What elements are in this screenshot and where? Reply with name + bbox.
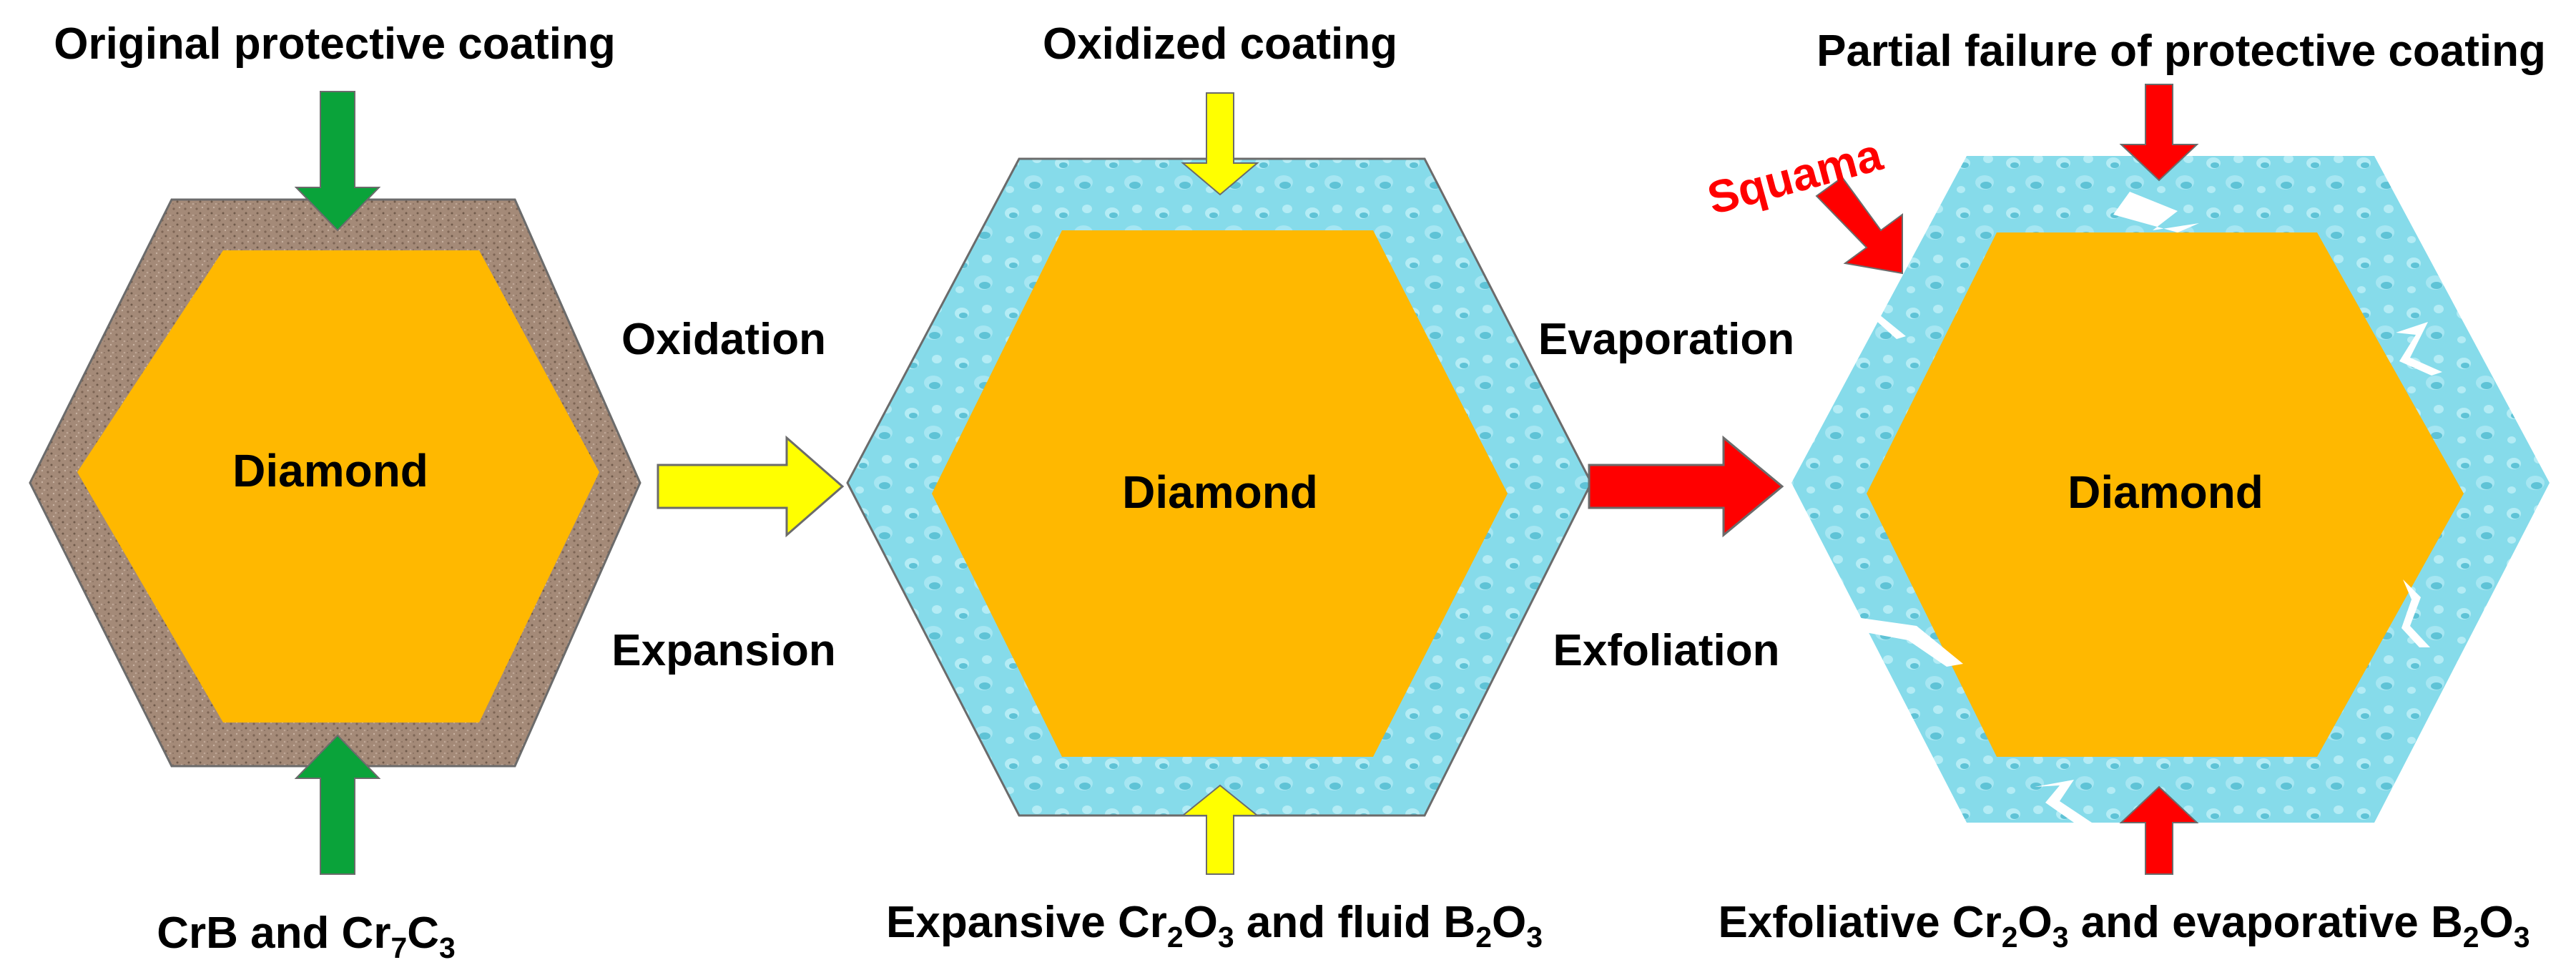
indicator-arrows [294, 84, 2199, 875]
green-arrow-down-icon [294, 91, 381, 232]
crack [2113, 192, 2199, 232]
green-arrow-up-icon [294, 734, 381, 875]
core-label: Diamond [1122, 466, 1318, 518]
crack [2035, 780, 2092, 823]
crack [1831, 614, 1963, 667]
label-part: Exfoliative Cr [1718, 898, 2001, 947]
diamond-core [932, 230, 1508, 757]
label-part: Expansive Cr [886, 898, 1167, 947]
red-arrow-up-icon [2119, 785, 2199, 875]
stage-failed: Diamond [1791, 156, 2550, 823]
transition-1-below-label: Expansion [611, 626, 836, 675]
label-part: O [1184, 898, 1218, 947]
stage-original: Diamond [29, 198, 641, 768]
stage-oxidized: Diamond [846, 157, 1593, 817]
transition-1-above-label: Oxidation [621, 315, 826, 364]
label-part: O [2479, 898, 2514, 947]
red-arrow-down-icon [2119, 84, 2199, 182]
stage-3-bottom-label: Exfoliative Cr2O3 and evaporative B2O3 [1718, 898, 2530, 954]
label-part: O [1492, 898, 1526, 947]
stage-1-top-label: Original protective coating [54, 19, 615, 69]
subscript: 3 [439, 931, 456, 964]
label-part: CrB and Cr [157, 908, 390, 958]
subscript: 3 [1218, 921, 1234, 954]
crack [1868, 230, 1915, 339]
transition-2-above-label: Evaporation [1538, 315, 1794, 364]
squama-arrow-icon [1815, 176, 1903, 275]
stage-1-bottom-label: CrB and Cr7C3 [157, 908, 456, 964]
yellow-arrow-up-icon [1181, 784, 1259, 875]
yellow-arrow-down-icon [1181, 92, 1259, 196]
label-part: C [407, 908, 439, 958]
subscript: 3 [2053, 921, 2069, 954]
transition-arrows [657, 435, 1784, 538]
diamond-core [77, 250, 599, 722]
subscript: 2 [2002, 921, 2018, 954]
evaporation-arrow-icon [1588, 435, 1784, 538]
crack [2471, 258, 2517, 311]
label-part: O [2017, 898, 2052, 947]
label-part: and evaporative B [2068, 898, 2462, 947]
subscript: 2 [2463, 921, 2479, 954]
label-part: and fluid B [1234, 898, 1476, 947]
subscript: 3 [1526, 921, 1543, 954]
diamond-core [1867, 232, 2464, 757]
core-label: Diamond [2068, 466, 2263, 518]
subscript: 2 [1475, 921, 1492, 954]
stage-2-top-label: Oxidized coating [1043, 19, 1397, 69]
subscript: 3 [2514, 921, 2530, 954]
transition-2-below-label: Exfoliation [1553, 626, 1780, 675]
crack [2396, 322, 2442, 376]
crack [2402, 579, 2430, 647]
stage-2-bottom-label: Expansive Cr2O3 and fluid B2O3 [886, 898, 1543, 954]
core-label: Diamond [232, 445, 428, 496]
crack-lines [1831, 192, 2517, 823]
oxidation-arrow-icon [657, 435, 845, 538]
subscript: 7 [390, 931, 407, 964]
subscript: 2 [1167, 921, 1184, 954]
stage-3-top-label: Partial failure of protective coating [1817, 26, 2546, 76]
